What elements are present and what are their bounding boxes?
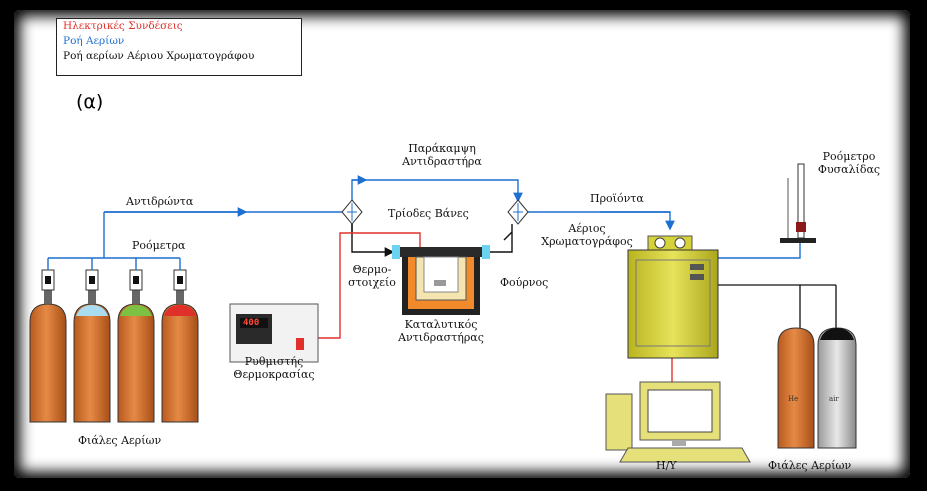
label-gas-bottles-left: Φιάλες Αερίων (78, 434, 162, 447)
gas-bottles-right (718, 284, 857, 449)
panel-letter: (α) (76, 91, 104, 113)
label-bottle-air: air (829, 395, 839, 403)
label-temp-controller-line1: Ρυθμιστής (244, 355, 304, 368)
label-bubble-flowmeter-line1: Ροόμετρο (822, 150, 876, 163)
label-catalytic-reactor-line1: Καταλυτικός (404, 318, 478, 331)
gas-bottle-1 (29, 269, 67, 423)
label-catalytic-reactor-line2: Αντιδραστήρας (398, 331, 484, 344)
label-gc-line2: Χρωματογράφος (541, 235, 633, 248)
electrical-lines (318, 232, 673, 382)
gas-bottle-2 (73, 269, 111, 423)
controller-display: 400 (243, 318, 260, 328)
label-bubble-flowmeter: Ροόμετρο Φυσαλίδας (804, 150, 894, 176)
label-gc-line1: Αέριος (568, 222, 606, 235)
label-pc: Η/Υ (656, 459, 677, 472)
gas-flow-lines (47, 175, 801, 270)
three-way-valve-right (507, 199, 529, 225)
legend: Ηλεκτρικές Συνδέσεις Ροή Αερίων Ροή αερί… (56, 18, 302, 76)
label-bypass-line1: Παράκαμψη (408, 142, 476, 155)
label-reactants: Αντιδρώντα (126, 195, 194, 208)
catalytic-reactor (392, 245, 490, 315)
label-thermocouple-line2: στοιχείο (348, 276, 396, 289)
label-thermocouple: Θερμο- στοιχείο (344, 263, 400, 289)
label-bypass: Παράκαμψη Αντιδραστήρα (392, 142, 492, 168)
legend-gc-gas-flow: Ροή αερίων Αέριου Χρωματογράφου (63, 50, 255, 62)
label-gas-chromatograph: Αέριος Χρωματογράφος (532, 222, 642, 248)
label-catalytic-reactor: Καταλυτικός Αντιδραστήρας (386, 318, 496, 344)
three-way-valve-left (341, 199, 363, 225)
label-bypass-line2: Αντιδραστήρα (402, 155, 482, 168)
label-bubble-flowmeter-line2: Φυσαλίδας (817, 163, 881, 176)
gas-bottles-left (29, 269, 199, 423)
label-furnace: Φούρνος (500, 276, 549, 289)
legend-electrical: Ηλεκτρικές Συνδέσεις (63, 20, 183, 32)
gas-bottle-4 (161, 269, 199, 423)
gas-bottle-he (777, 327, 815, 449)
gas-bottle-air (817, 327, 857, 449)
gas-chromatograph (627, 235, 719, 359)
legend-gas-flow: Ροή Αερίων (63, 35, 125, 47)
bubble-flowmeter (780, 163, 816, 243)
gas-bottle-3 (117, 269, 155, 423)
computer (605, 381, 751, 463)
label-gas-bottles-right: Φιάλες Αερίων (768, 459, 852, 472)
label-products: Προϊόντα (590, 192, 644, 205)
label-temperature-controller: Ρυθμιστής Θερμοκρασίας (222, 355, 326, 381)
label-thermocouple-line1: Θερμο- (352, 263, 392, 276)
label-three-way-valves: Τρίοδες Βάνες (388, 207, 469, 220)
label-flowmeters: Ροόμετρα (132, 239, 186, 252)
label-temp-controller-line2: Θερμοκρασίας (233, 368, 315, 381)
temperature-controller (229, 303, 319, 363)
label-bottle-he: He (788, 395, 799, 403)
